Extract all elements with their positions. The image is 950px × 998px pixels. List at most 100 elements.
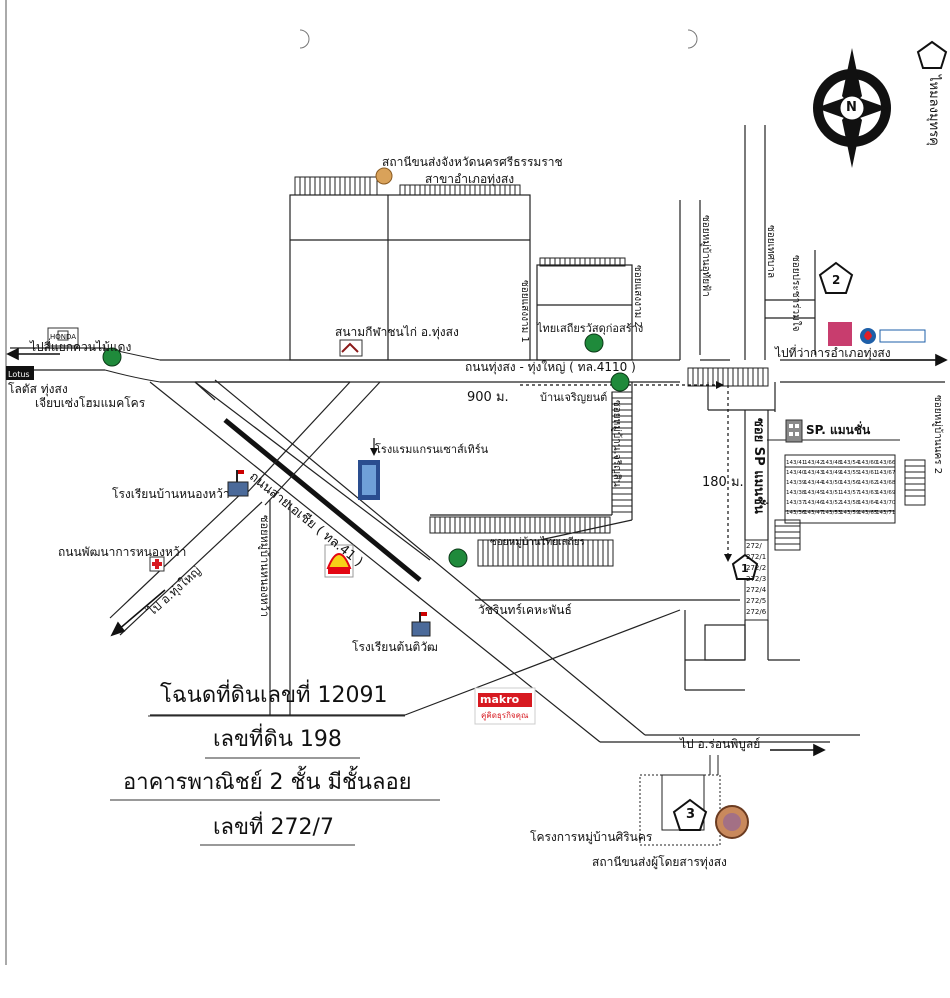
lot-label: 143/56 bbox=[840, 480, 860, 486]
lot-label: 272/6 bbox=[746, 608, 767, 616]
lot-label: 143/64 bbox=[858, 500, 878, 506]
label-ban-charoen-yon: บ้านเจริญยนต์ bbox=[540, 391, 608, 404]
lot-label: 272/2 bbox=[746, 564, 767, 572]
lot-label: 143/59 bbox=[840, 510, 860, 516]
lot-label: 143/49 bbox=[822, 470, 842, 476]
school-icon bbox=[411, 612, 431, 637]
title-land-number-line: เลขที่ดิน 198 bbox=[213, 727, 342, 752]
arrow-down-left-icon bbox=[110, 589, 166, 637]
punch-hole bbox=[687, 29, 698, 49]
lots-272-list: 272/ 272/1 272/2 272/3 272/4 272/5 272/6 bbox=[746, 541, 768, 618]
lotus-logo bbox=[6, 366, 34, 380]
lot-label: 143/45 bbox=[804, 490, 824, 496]
compass-north-letter: N bbox=[846, 100, 857, 115]
marker-2-icon bbox=[818, 261, 854, 294]
lot-label: 143/58 bbox=[840, 500, 860, 506]
label-stadium: สนามกีฬาชนไก่ อ.ทุ่งสง bbox=[335, 325, 459, 339]
lot-label: 143/43 bbox=[804, 470, 824, 476]
tree-icon bbox=[610, 372, 630, 392]
title-house-number-line: เลขที่ 272/7 bbox=[213, 815, 334, 840]
title-building-line: อาคารพาณิชย์ 2 ชั้น มีชั้นลอย bbox=[123, 770, 412, 795]
label-soi-thai-setthakit: ซอยหมู่บ้านไทยเสถียร bbox=[490, 537, 585, 548]
asia-highway-center bbox=[223, 418, 422, 582]
title-lines bbox=[110, 715, 440, 846]
label-soi-sp: ซอย SP แมนชั่น bbox=[751, 418, 766, 514]
lot-label: 143/41 bbox=[786, 460, 806, 466]
stadium-icon bbox=[339, 339, 363, 357]
label-soi-charoen-sin: ซอยหมู่บ้านเจริญสิน bbox=[611, 400, 622, 487]
label-lotus-logo: Lotus bbox=[8, 370, 30, 379]
label-to-ron-phibun: ไป อ.ร่อนพิบูลย์ bbox=[680, 737, 761, 751]
label-wachirin: วัชรินทร์เคหะพันธ์ bbox=[478, 603, 572, 617]
makro-logo bbox=[474, 687, 536, 725]
sois-middle bbox=[430, 382, 776, 541]
label-thai-setthakit: ไทยเสถียรวัสดุก่อสร้าง bbox=[537, 322, 644, 335]
shell-logo bbox=[324, 544, 354, 578]
label-school-ton-tiwat: โรงเรียนต้นติวัฒ bbox=[352, 640, 438, 654]
label-soi-ngam-2: ซอยแสงงาม 2 bbox=[632, 265, 643, 328]
hotel-icon bbox=[358, 460, 380, 500]
lot-label: 143/40 bbox=[786, 470, 806, 476]
label-soi-pracha: ซอยประชาร่วมใจ bbox=[790, 255, 801, 332]
lot-grid-labels: 143/41 143/42 143/48 143/54 143/60 143/6… bbox=[786, 458, 896, 522]
tree-icon bbox=[584, 333, 604, 353]
lot-label: 143/55 bbox=[840, 470, 860, 476]
lot-label: 272/3 bbox=[746, 575, 767, 583]
lot-label: 143/69 bbox=[876, 490, 896, 496]
lot-label: 143/44 bbox=[804, 480, 824, 486]
label-makro-logo: makro bbox=[480, 693, 520, 706]
hospital-icon bbox=[149, 556, 165, 572]
marker-1-icon bbox=[731, 553, 759, 580]
label-makro-sub: คู่คิดธุรกิจคุณ bbox=[481, 711, 529, 720]
lot-label: 143/67 bbox=[876, 470, 896, 476]
marker-3-icon bbox=[672, 798, 708, 831]
soi-sp bbox=[684, 410, 800, 691]
compass-icon bbox=[813, 48, 891, 168]
label-top-right: ไหมลงมุทรคุ bbox=[926, 75, 941, 146]
label-soi-ban-nong-wa: ซอยหมู่บ้านหนองหว้า bbox=[258, 515, 271, 618]
hatch-top bbox=[294, 176, 626, 267]
label-village-sirin: โครงการหมู่บ้านศิรินคร bbox=[530, 830, 653, 844]
lot-label: 143/36 bbox=[786, 510, 806, 516]
lot-label: 143/38 bbox=[786, 490, 806, 496]
seal-icon bbox=[375, 167, 393, 185]
lot-label: 143/37 bbox=[786, 500, 806, 506]
label-bus-station-province: สถานีขนส่งจังหวัดนครศรีธรรมราช bbox=[382, 155, 563, 169]
label-school-nong-wa: โรงเรียนบ้านหนองหว้า bbox=[112, 487, 230, 501]
lot-label: 143/63 bbox=[858, 490, 878, 496]
lot-label: 143/50 bbox=[822, 480, 842, 486]
hatch-soi bbox=[429, 391, 926, 567]
label-soi-right: ซอยเทศบาล bbox=[765, 225, 776, 279]
lot-label: 272/1 bbox=[746, 553, 767, 561]
school-icon bbox=[227, 470, 249, 497]
lot-label: 143/66 bbox=[876, 460, 896, 466]
label-soi-uthai: ซอยหมู่บ้านอุทัยฟ้า bbox=[700, 215, 711, 297]
lot-label: 143/47 bbox=[804, 510, 824, 516]
lot-label: 143/52 bbox=[822, 500, 842, 506]
hatch-road bbox=[687, 367, 769, 387]
tree-icon bbox=[102, 347, 122, 367]
label-to-khuan-mai-daeng: ไปสี่แยกควนไม้แดง bbox=[30, 340, 132, 354]
asia-highway bbox=[149, 379, 860, 743]
lot-label: 143/71 bbox=[876, 510, 896, 516]
lot-label: 143/60 bbox=[858, 460, 878, 466]
lot-label: 143/57 bbox=[840, 490, 860, 496]
lot-label: 143/53 bbox=[822, 510, 842, 516]
sois-top bbox=[679, 125, 816, 360]
label-chiab-beng: เจียบเซ่งโฮมแมคโคร bbox=[35, 396, 146, 410]
lot-label: 143/51 bbox=[822, 490, 842, 496]
marker-3-label: 3 bbox=[686, 807, 696, 822]
lot-label: 143/62 bbox=[858, 480, 878, 486]
lot-label: 143/54 bbox=[840, 460, 860, 466]
secondary-diagonals bbox=[109, 381, 381, 715]
label-bus-station-branch: สาขาอำเภอทุ่งสง bbox=[425, 172, 515, 186]
lot-label: 143/61 bbox=[858, 470, 878, 476]
label-dist-180: 180 ม. bbox=[702, 475, 744, 490]
label-hotel: โรงแรมแกรนเซาส์เทิร์น bbox=[375, 443, 489, 456]
arrow-right-icon bbox=[880, 353, 948, 367]
lot-label: 272/ bbox=[746, 542, 762, 550]
lot-label: 143/65 bbox=[858, 510, 878, 516]
lot-label: 272/4 bbox=[746, 586, 767, 594]
pentagon-marker bbox=[916, 40, 948, 69]
lot-label: 143/48 bbox=[822, 460, 842, 466]
